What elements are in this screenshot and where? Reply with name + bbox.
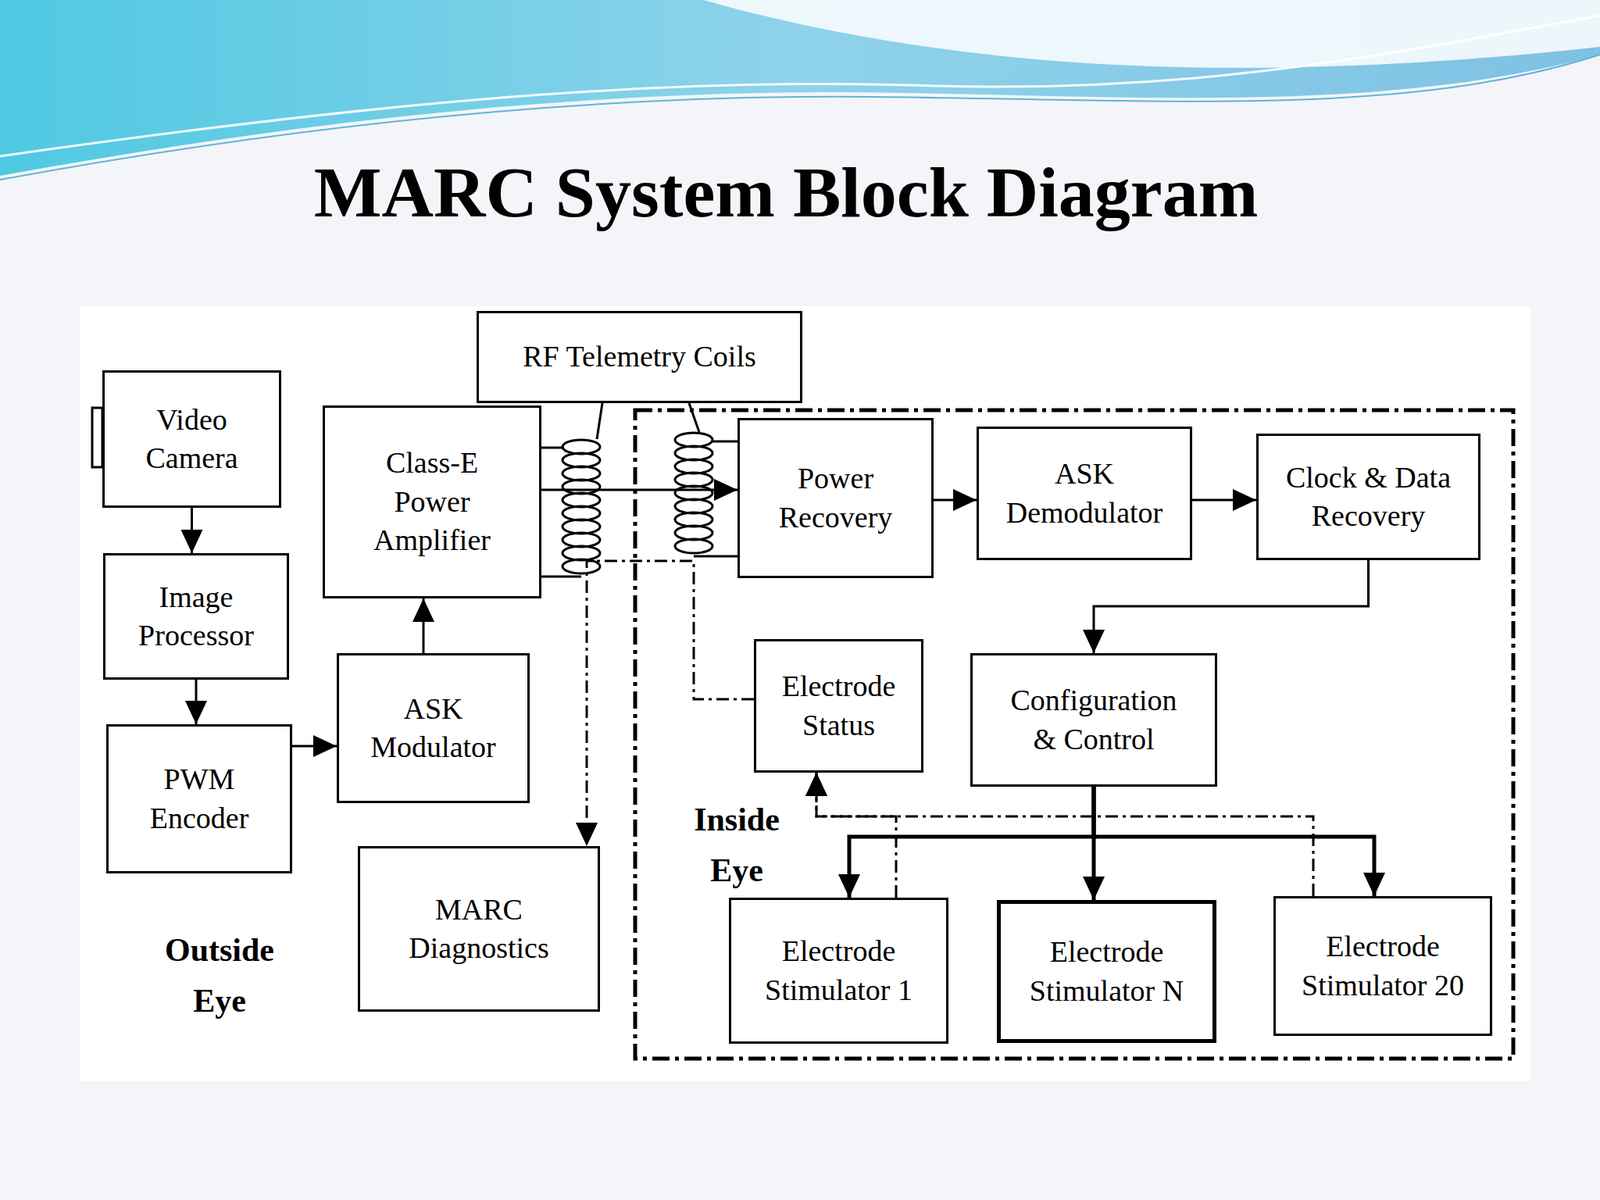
process-box: ASK Demodulator xyxy=(976,426,1193,561)
camera-lens xyxy=(92,407,103,468)
region-label: Inside Eye xyxy=(682,794,792,897)
box-label: ASK Demodulator xyxy=(998,454,1171,533)
connector-arrow xyxy=(195,679,198,725)
coil-leads xyxy=(541,403,738,577)
connector-arrow xyxy=(292,745,337,748)
connector-arrow xyxy=(190,507,193,554)
box-label: Configuration & Control xyxy=(1000,681,1188,759)
process-box: MARC Diagnostics xyxy=(357,846,600,1012)
connector-arrow xyxy=(849,786,1094,898)
header-swoosh xyxy=(703,0,1600,68)
process-box: Video Camera xyxy=(102,370,282,508)
implant-region: Inside EyePower RecoveryASK DemodulatorC… xyxy=(632,407,1516,1061)
connector-arrow xyxy=(816,772,1314,897)
header-wave xyxy=(0,0,1600,176)
box-label: PWM Encoder xyxy=(136,760,262,838)
connector-arrow xyxy=(1192,499,1257,502)
box-label: Electrode Stimulator 1 xyxy=(753,932,925,1010)
region-caption: Outside Eye xyxy=(153,925,286,1027)
process-box: ASK Modulator xyxy=(336,653,530,804)
connector-arrow xyxy=(1093,786,1375,897)
primary-coil xyxy=(562,439,600,574)
box-label: Clock & Data Recovery xyxy=(1278,458,1459,536)
process-box: Clock & Data Recovery xyxy=(1256,433,1481,561)
box-label: Class-E Power Amplifier xyxy=(361,443,503,560)
box-label: Electrode Status xyxy=(768,667,910,745)
box-label: MARC Diagnostics xyxy=(392,890,565,968)
header-line xyxy=(0,15,1600,157)
connector-arrow xyxy=(422,598,425,654)
box-label: Electrode Stimulator 20 xyxy=(1296,927,1469,1005)
process-box: Class-E Power Amplifier xyxy=(322,405,542,599)
box-label: Power Recovery xyxy=(761,459,911,537)
box-label: RF Telemetry Coils xyxy=(522,337,757,376)
dash-dot-border xyxy=(635,410,1514,1059)
process-box: Image Processor xyxy=(103,553,290,680)
connector-arrow xyxy=(816,772,897,898)
process-box: Configuration & Control xyxy=(970,653,1218,787)
connector-arrow xyxy=(1093,560,1369,654)
slide-title: MARC System Block Diagram xyxy=(0,153,1572,233)
stimulator-box: Electrode Stimulator N xyxy=(996,900,1217,1043)
box-label: Electrode Stimulator N xyxy=(1021,932,1193,1011)
stimulator-box: Electrode Stimulator 20 xyxy=(1273,896,1493,1036)
process-box: Power Recovery xyxy=(737,417,934,579)
stimulator-box: Electrode Stimulator 1 xyxy=(728,897,949,1044)
diagram-panel xyxy=(79,306,1531,1082)
connector-arrow xyxy=(541,489,738,492)
box-label: ASK Modulator xyxy=(363,689,504,768)
process-box: PWM Encoder xyxy=(106,724,293,874)
process-box: RF Telemetry Coils xyxy=(476,310,803,404)
box-label: Video Camera xyxy=(133,400,251,479)
process-box: Electrode Status xyxy=(753,639,924,773)
box-label: Image Processor xyxy=(121,578,271,656)
secondary-coil xyxy=(675,432,713,554)
connector-arrow xyxy=(933,499,977,502)
